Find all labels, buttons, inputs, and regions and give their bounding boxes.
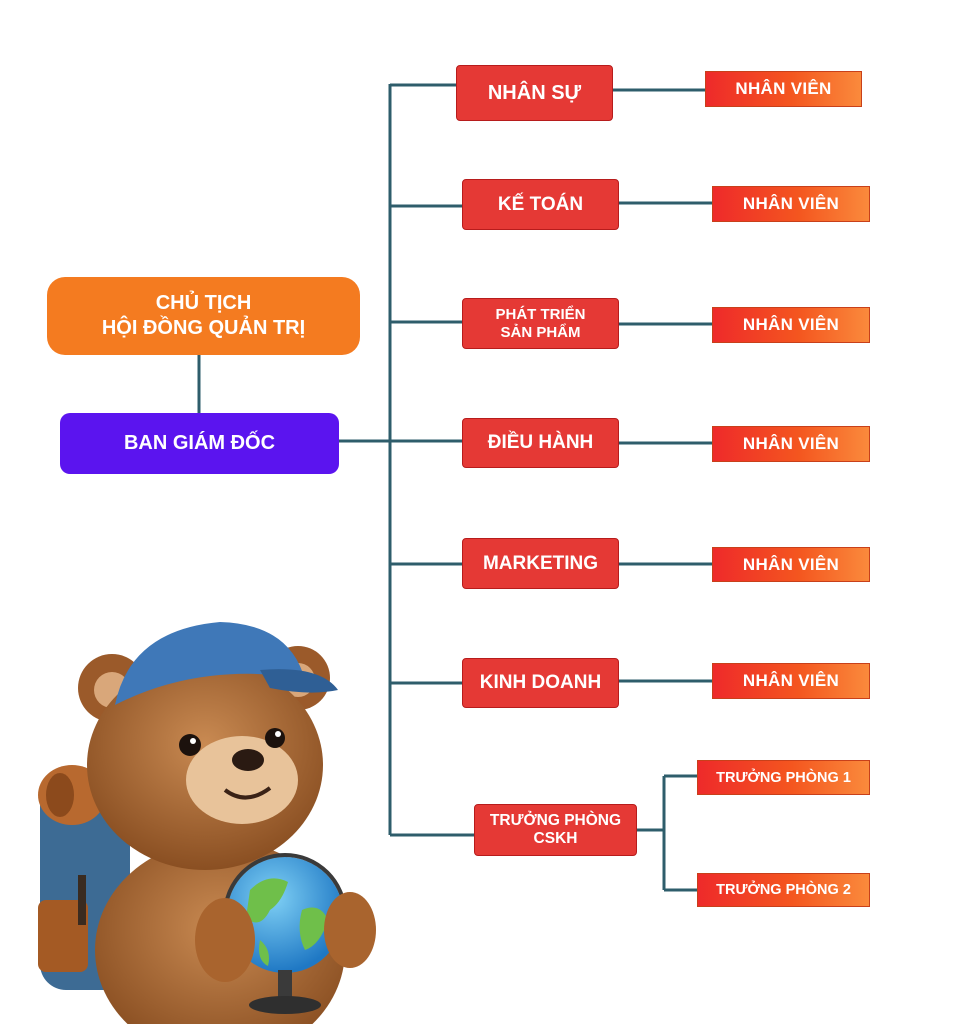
backpack-pocket <box>38 900 88 972</box>
staff-label: NHÂN VIÊN <box>742 315 840 334</box>
board-of-directors-node: BAN GIÁM ĐỐC <box>60 413 339 474</box>
dept-label: KẾ TOÁN <box>497 193 584 215</box>
sub-head-label: TRƯỞNG PHÒNG 2 <box>716 882 851 898</box>
bear-eye-right <box>265 728 285 748</box>
dept-label: TRƯỞNG PHÒNG CSKH <box>489 812 622 847</box>
chairman-label: CHỦ TỊCH HỘI ĐỒNG QUẢN TRỊ <box>101 292 306 339</box>
dept-label: ĐIỀU HÀNH <box>487 432 594 454</box>
staff-label: NHÂN VIÊN <box>742 434 840 453</box>
sub-head-label: TRƯỞNG PHÒNG 1 <box>716 769 851 786</box>
dept-label: KINH DOANH <box>479 672 602 694</box>
chairman-node: CHỦ TỊCH HỘI ĐỒNG QUẢN TRỊ <box>47 277 360 355</box>
bear-paw-left <box>195 898 255 982</box>
bear-muzzle <box>186 736 298 824</box>
director-label: BAN GIÁM ĐỐC <box>123 432 276 454</box>
staff-label: NHÂN VIÊN <box>742 194 840 213</box>
dept-marketing: MARKETING <box>462 538 619 589</box>
staff-box-accounting: NHÂN VIÊN <box>712 186 870 222</box>
sub-head-2: TRƯỞNG PHÒNG 2 <box>697 873 870 907</box>
staff-label: NHÂN VIÊN <box>742 671 840 690</box>
staff-box-sales: NHÂN VIÊN <box>712 663 870 699</box>
staff-box-marketing: NHÂN VIÊN <box>712 547 870 582</box>
bear-nose <box>232 749 264 771</box>
dept-sales: KINH DOANH <box>462 658 619 708</box>
dept-hr: NHÂN SỰ <box>456 65 613 121</box>
dept-label: MARKETING <box>482 552 599 574</box>
globe-stand <box>278 970 292 1000</box>
dept-customer-care-head: TRƯỞNG PHÒNG CSKH <box>474 804 637 856</box>
dept-product-development: PHÁT TRIỂN SẢN PHẨM <box>462 298 619 349</box>
staff-box-operations: NHÂN VIÊN <box>712 426 870 462</box>
staff-box-hr: NHÂN VIÊN <box>705 71 862 107</box>
dept-operations: ĐIỀU HÀNH <box>462 418 619 468</box>
staff-label: NHÂN VIÊN <box>742 554 840 574</box>
bear-mascot-illustration <box>38 622 376 1024</box>
staff-label: NHÂN VIÊN <box>735 79 832 98</box>
dept-accounting: KẾ TOÁN <box>462 179 619 230</box>
dept-label: NHÂN SỰ <box>487 81 582 104</box>
blue-cap <box>115 622 305 705</box>
bear-paw-right <box>324 892 376 968</box>
sub-head-1: TRƯỞNG PHÒNG 1 <box>697 760 870 795</box>
dept-label: PHÁT TRIỂN SẢN PHẨM <box>495 306 586 341</box>
staff-box-product: NHÂN VIÊN <box>712 307 870 343</box>
bear-eye-left <box>179 734 201 756</box>
cap-brim <box>260 669 338 693</box>
